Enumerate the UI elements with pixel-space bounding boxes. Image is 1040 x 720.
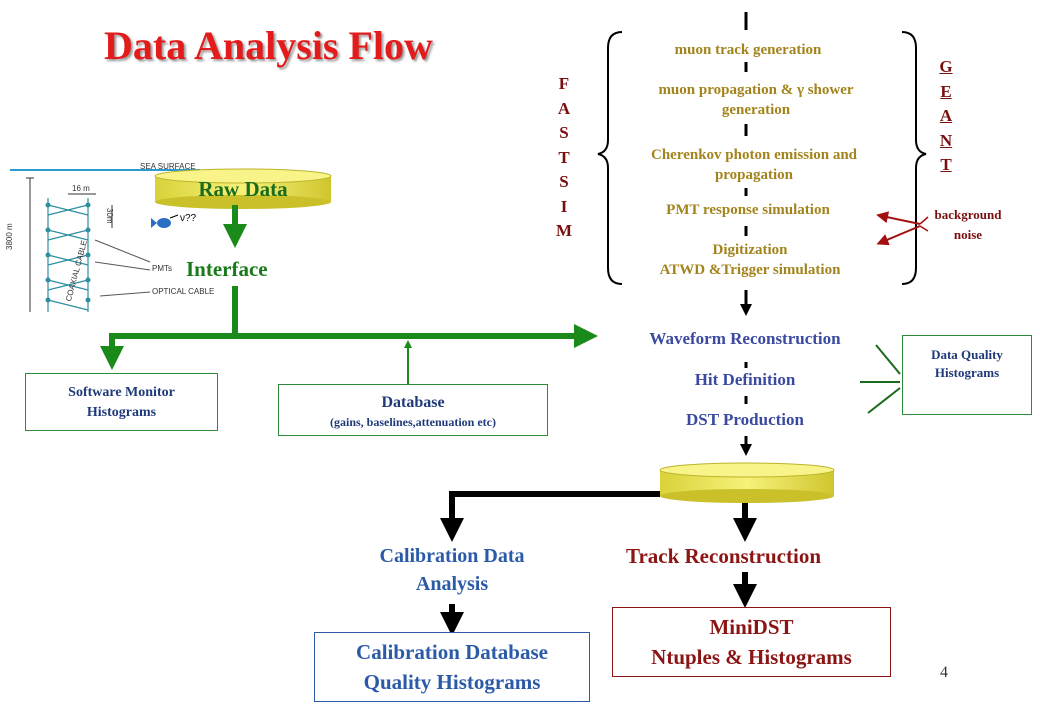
background-noise-label: background noise [934,207,1002,242]
software-monitor-box: Software Monitor Histograms [25,373,218,431]
hit-definition: Hit Definition [694,370,796,389]
dst-production: DST Production [686,410,804,429]
optical-cable-label: OPTICAL CABLE [152,287,215,296]
database-title: Database [381,394,445,411]
page-number: 4 [940,664,948,681]
minidst-box: MiniDST Ntuples & Histograms [612,607,891,677]
bottom-flow [440,491,757,636]
fastsim-label: F A S T S I M [555,74,573,240]
calibration-data-analysis: Calibration Data Analysis [379,545,525,595]
green-flow [100,205,598,384]
data-quality-arrows [860,344,901,414]
pmts-label: PMTs [152,264,172,273]
waveform-reconstruction: Waveform Reconstruction [649,329,841,348]
track-reconstruction: Track Reconstruction [626,544,821,568]
interface-label: Interface [186,257,268,281]
raw-data-label: Raw Data [198,177,288,201]
calibration-database-box: Calibration Database Quality Histograms [314,632,590,702]
sim-step-muon-track: muon track generation [674,42,822,58]
geant-label: G E A N T [939,57,953,174]
database-box: Database (gains, baselines,attenuation e… [278,384,548,436]
raw-data-cylinder [154,168,332,209]
sea-surface-label: SEA SURFACE [140,162,196,171]
sim-step-pmt-response: PMT response simulation [666,202,830,218]
depth-label: 3800 m [5,223,14,250]
dst-cylinder [659,462,835,503]
spacing-label: 30m [105,208,114,224]
background-noise-arrows [876,211,929,246]
sim-step-muon-propagation: muon propagation & γ shower generation [658,82,854,118]
sim-step-cherenkov: Cherenkov photon emission and propagatio… [650,147,858,183]
sim-step-digitization: Digitization ATWD &Trigger simulation [659,242,841,278]
detector-inset [10,169,200,312]
simulation-brackets [597,31,927,285]
database-subtitle: (gains, baselines,attenuation etc) [330,415,496,429]
page-title: Data Analysis Flow [104,23,433,68]
width-label: 16 m [72,184,90,193]
nu-label: ν?? [180,213,197,224]
data-quality-box: Data Quality Histograms [902,335,1032,415]
